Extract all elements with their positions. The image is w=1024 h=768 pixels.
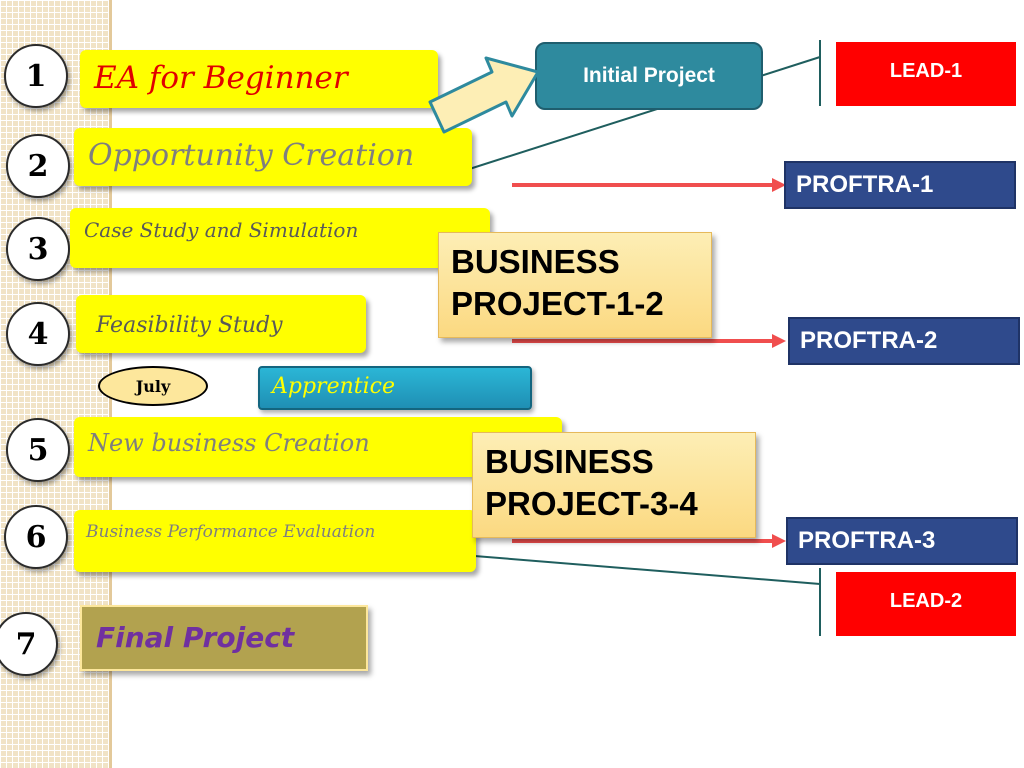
step-number-1: 1 bbox=[4, 44, 68, 108]
business-project-3-4: BUSINESS PROJECT-3-4 bbox=[472, 432, 756, 538]
step-box-final-project: Final Project bbox=[80, 605, 368, 671]
step-number-3: 3 bbox=[6, 217, 70, 281]
block-arrow-icon bbox=[428, 56, 540, 134]
business-project-1-2-line2: PROJECT-1-2 bbox=[451, 285, 664, 322]
proftra-3-box: PROFTRA-3 bbox=[786, 517, 1018, 565]
step-box-opportunity-creation: Opportunity Creation bbox=[74, 128, 472, 186]
step-box-ea-for-beginner: EA for Beginner bbox=[80, 50, 438, 108]
business-project-3-4-line2: PROJECT-3-4 bbox=[485, 485, 698, 522]
business-project-1-2: BUSINESS PROJECT-1-2 bbox=[438, 232, 712, 338]
lead-1-box: LEAD-1 bbox=[836, 42, 1016, 106]
step-number-5: 5 bbox=[6, 418, 70, 482]
step-number-2: 2 bbox=[6, 134, 70, 198]
proftra-2-box: PROFTRA-2 bbox=[788, 317, 1020, 365]
step-number-7: 7 bbox=[0, 612, 58, 676]
initial-project-box: Initial Project bbox=[535, 42, 763, 110]
apprentice-box: Apprentice bbox=[258, 366, 532, 410]
business-project-3-4-line1: BUSINESS bbox=[485, 443, 654, 480]
july-oval: July bbox=[98, 366, 208, 406]
arrow-proftra-3-head bbox=[772, 534, 786, 548]
step-number-6: 6 bbox=[4, 505, 68, 569]
lead-2-box: LEAD-2 bbox=[836, 572, 1016, 636]
business-project-1-2-line1: BUSINESS bbox=[451, 243, 620, 280]
arrow-proftra-2-head bbox=[772, 334, 786, 348]
step-box-feasibility-study: Feasibility Study bbox=[76, 295, 366, 353]
connector-line-lead-2 bbox=[461, 554, 821, 585]
proftra-1-box: PROFTRA-1 bbox=[784, 161, 1016, 209]
step-number-4: 4 bbox=[6, 302, 70, 366]
arrow-proftra-1-head bbox=[772, 178, 786, 192]
step-box-case-study: Case Study and Simulation bbox=[70, 208, 490, 268]
step-box-business-performance-evaluation: Business Performance Evaluation bbox=[74, 510, 476, 572]
